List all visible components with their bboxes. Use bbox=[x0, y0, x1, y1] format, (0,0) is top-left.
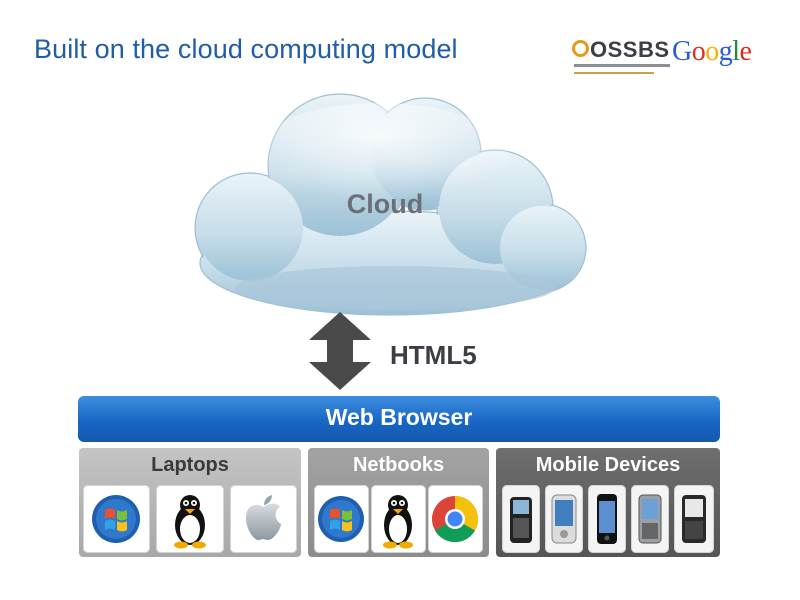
google-logo: Google bbox=[672, 36, 752, 67]
chrome-icon bbox=[428, 485, 483, 553]
mobile-devices-label: Mobile Devices bbox=[535, 454, 681, 476]
linux-tux-icon bbox=[156, 485, 224, 553]
ossbs-logo-subtitle-line bbox=[574, 64, 670, 67]
blackberry-phone-icon bbox=[502, 485, 540, 553]
apple-icon bbox=[230, 485, 297, 553]
bidirectional-arrow-icon bbox=[305, 310, 375, 392]
ossbs-logo-arabic-line bbox=[574, 72, 654, 74]
html5-label: HTML5 bbox=[390, 340, 477, 370]
mobile-devices-panel: Mobile Devices bbox=[496, 448, 720, 557]
windows-mobile-phone-icon bbox=[631, 485, 669, 553]
laptops-panel: Laptops bbox=[79, 448, 301, 557]
android-phone-icon bbox=[545, 485, 583, 553]
laptops-label: Laptops bbox=[151, 454, 229, 476]
netbooks-label: Netbooks bbox=[352, 454, 445, 476]
cloud-label: Cloud bbox=[346, 189, 424, 219]
symbian-phone-icon bbox=[674, 485, 714, 553]
cloud-shape bbox=[180, 88, 600, 324]
windows-icon bbox=[314, 485, 369, 553]
slide-title: Built on the cloud computing model bbox=[34, 34, 458, 64]
netbooks-panel: Netbooks bbox=[308, 448, 489, 557]
web-browser-label: Web Browser bbox=[325, 404, 473, 430]
linux-tux-icon bbox=[371, 485, 426, 553]
windows-icon bbox=[83, 485, 150, 553]
ossbs-logo: OSSBS bbox=[590, 37, 670, 62]
web-browser-bar bbox=[78, 396, 720, 442]
ossbs-logo-ring bbox=[572, 40, 589, 57]
iphone-icon bbox=[588, 485, 626, 553]
